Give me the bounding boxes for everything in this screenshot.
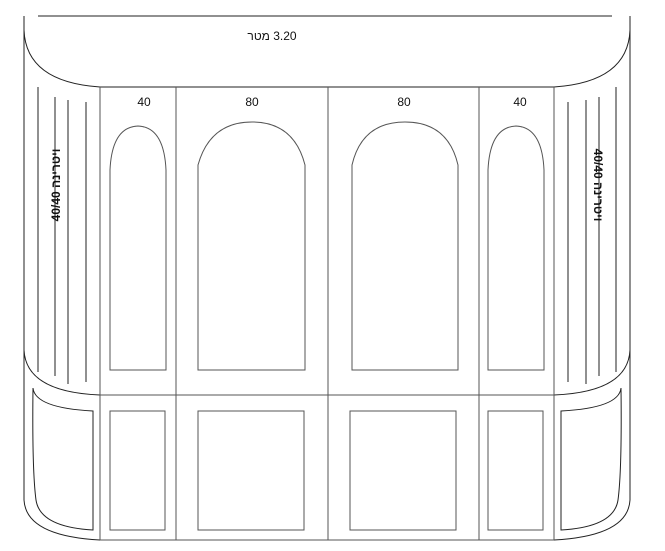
right-outer-edge bbox=[553, 30, 631, 541]
top-cornice: 3.20 מטר bbox=[23, 15, 631, 88]
arched-door-panel bbox=[487, 125, 545, 371]
right-vitrine: ויטרינה 40/40 bbox=[560, 87, 622, 531]
lower-door-panel bbox=[197, 410, 305, 531]
lower-door-panel bbox=[109, 410, 166, 531]
column-width-label: 40 bbox=[513, 95, 527, 109]
arched-door-panel bbox=[197, 121, 306, 371]
total-width-label: 3.20 מטר bbox=[247, 29, 297, 43]
cabinet-grid bbox=[99, 87, 555, 541]
arched-door-panel bbox=[109, 125, 167, 371]
left-outer-edge bbox=[23, 30, 101, 541]
left-vitrine: ויטרינה 40/40 bbox=[32, 87, 94, 531]
column-width-label: 40 bbox=[137, 95, 151, 109]
arched-door-panel bbox=[351, 121, 459, 371]
lower-door-panel bbox=[487, 410, 544, 531]
lower-door-panel bbox=[349, 410, 457, 531]
column-width-label: 80 bbox=[245, 95, 259, 109]
right-vitrine-label: ויטרינה 40/40 bbox=[591, 149, 605, 222]
column-width-label: 80 bbox=[397, 95, 411, 109]
left-vitrine-label: ויטרינה 40/40 bbox=[49, 149, 63, 222]
